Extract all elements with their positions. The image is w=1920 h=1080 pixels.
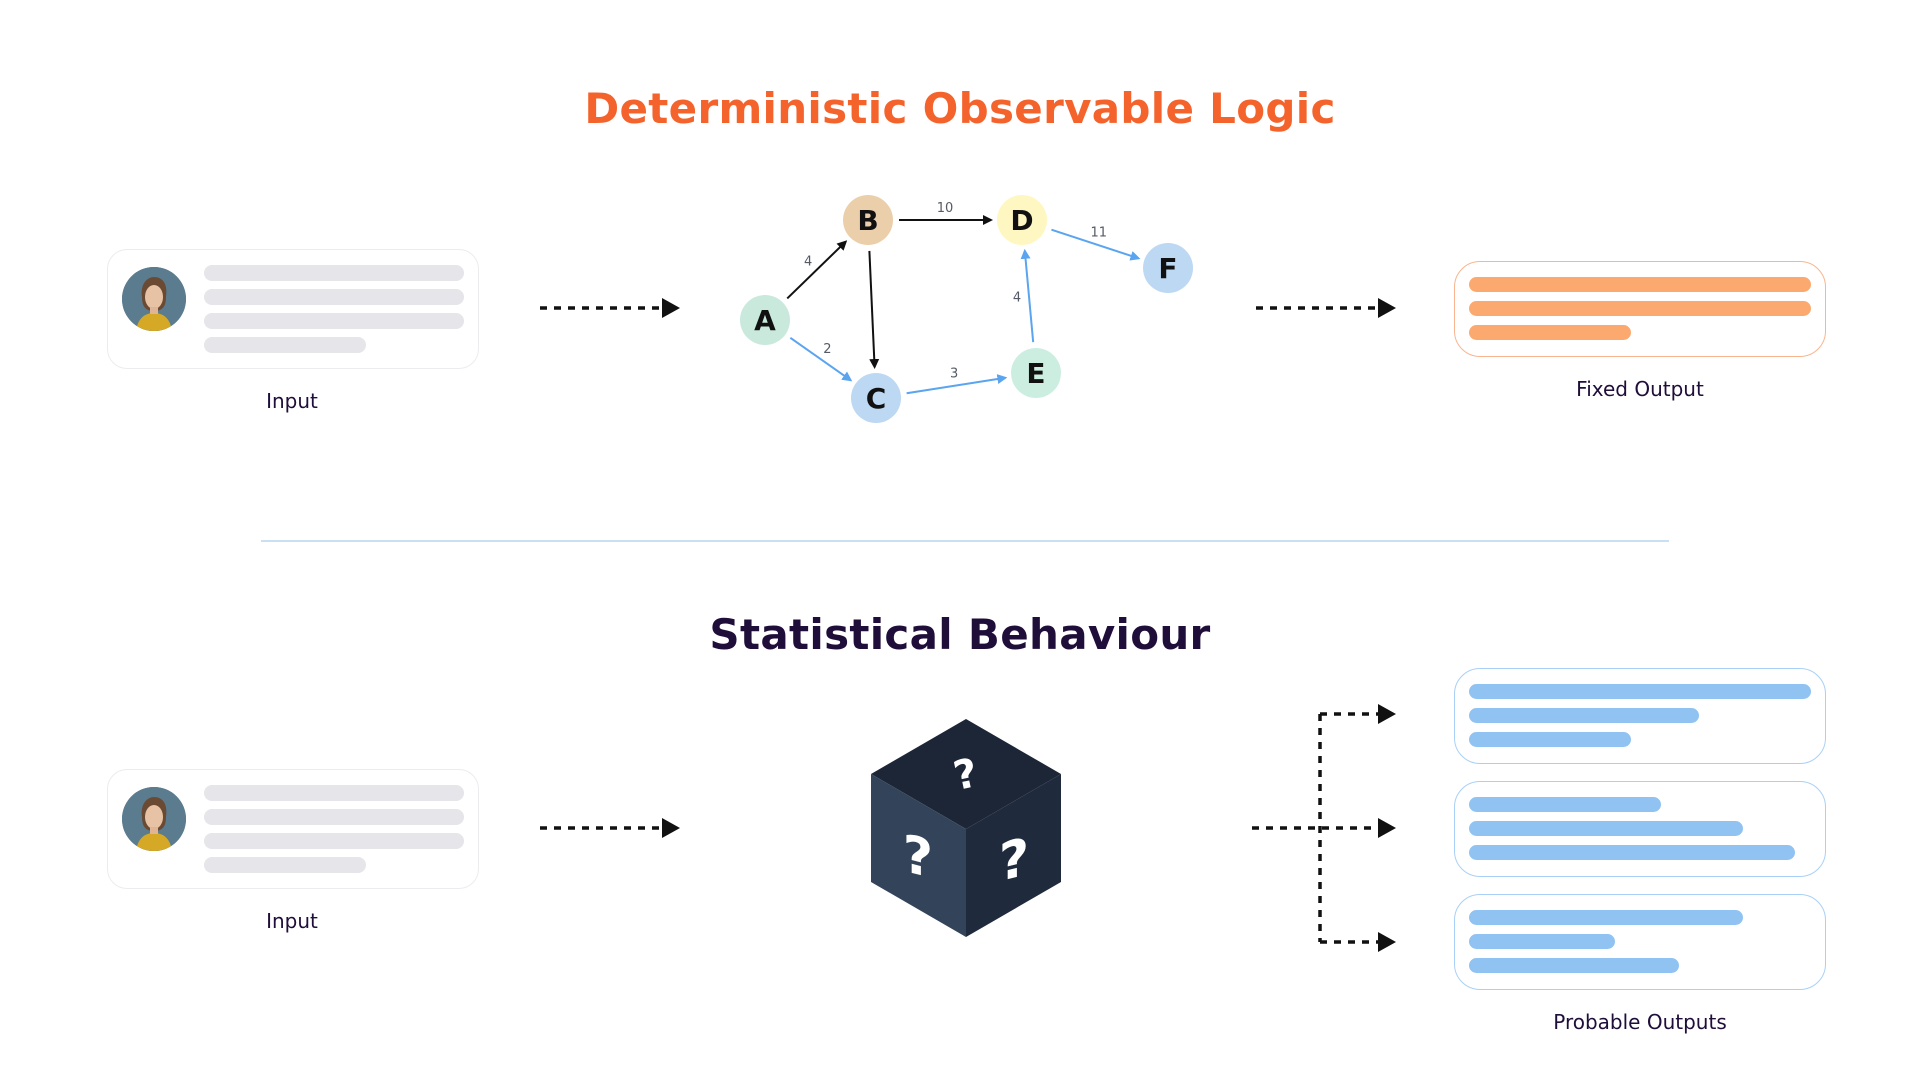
edge-weight-label: 11 [1090, 226, 1107, 241]
output-text-line [1469, 797, 1661, 812]
arrow-right-icon [1256, 298, 1396, 318]
avatar [122, 787, 186, 851]
input-card [107, 249, 479, 369]
output-text-line [1469, 910, 1743, 925]
statistical-title: Statistical Behaviour [709, 610, 1211, 659]
graph-node-f [1143, 243, 1193, 293]
weighted-graph: 4 2 10 3 4 11 A B C D E F [740, 195, 1193, 423]
fixed-output-caption: Fixed Output [1576, 377, 1704, 401]
output-text-line [1469, 277, 1811, 292]
graph-node-label: B [857, 204, 878, 237]
output-text-line [1469, 325, 1631, 340]
edge-weight-label: 4 [804, 254, 812, 269]
output-text-line [1469, 708, 1699, 723]
probable-output-card [1454, 668, 1826, 764]
edge-weight-label: 10 [937, 201, 954, 216]
edge-weight-label: 4 [1013, 291, 1021, 306]
graph-node-label: F [1158, 252, 1177, 285]
output-text-line [1469, 845, 1795, 860]
graph-edge-c-e [906, 374, 1008, 395]
input-text-line [204, 833, 464, 849]
graph-node-label: A [754, 304, 776, 337]
graph-node-a [740, 295, 790, 345]
graph-node-e [1011, 348, 1061, 398]
arrow-right-icon [540, 818, 680, 838]
output-text-line [1469, 958, 1679, 973]
graph-edge-e-d [1020, 248, 1035, 343]
output-text-line [1469, 684, 1811, 699]
input-card [107, 769, 479, 889]
graph-edge-a-c [789, 337, 853, 382]
input-text-line [204, 809, 464, 825]
graph-node-label: D [1010, 204, 1033, 237]
mystery-cube-icon: ? ? ? [871, 719, 1061, 937]
graph-node-c [851, 373, 901, 423]
probable-output-card [1454, 894, 1826, 990]
branch-arrows-icon [1252, 704, 1396, 952]
avatar-icon [122, 267, 186, 331]
cube-question-mark: ? [903, 823, 933, 891]
probable-outputs-caption: Probable Outputs [1553, 1010, 1727, 1034]
graph-edge-d-f [1051, 228, 1141, 261]
section-divider [261, 540, 1669, 542]
output-text-line [1469, 934, 1615, 949]
probable-output-card [1454, 781, 1826, 877]
output-text-line [1469, 301, 1811, 316]
input-text-line [204, 265, 464, 281]
input-caption: Input [266, 389, 318, 413]
edge-weight-label: 3 [950, 367, 958, 382]
input-caption: Input [266, 909, 318, 933]
graph-node-b [843, 195, 893, 245]
fixed-output-card [1454, 261, 1826, 357]
input-text-line [204, 313, 464, 329]
arrow-right-icon [540, 298, 680, 318]
graph-node-label: E [1026, 357, 1045, 390]
input-text-line [204, 785, 464, 801]
input-text-line [204, 289, 464, 305]
output-text-line [1469, 732, 1631, 747]
graph-edge-a-b [786, 240, 848, 300]
edge-weight-label: 2 [823, 342, 831, 357]
output-text-line [1469, 821, 1743, 836]
avatar [122, 267, 186, 331]
graph-node-d [997, 195, 1047, 245]
input-text-line [204, 337, 366, 353]
graph-node-label: C [866, 382, 887, 415]
graph-edge-b-c [868, 250, 880, 370]
cube-question-mark: ? [999, 827, 1029, 895]
deterministic-title: Deterministic Observable Logic [584, 84, 1336, 133]
avatar-icon [122, 787, 186, 851]
input-text-line [204, 857, 366, 873]
